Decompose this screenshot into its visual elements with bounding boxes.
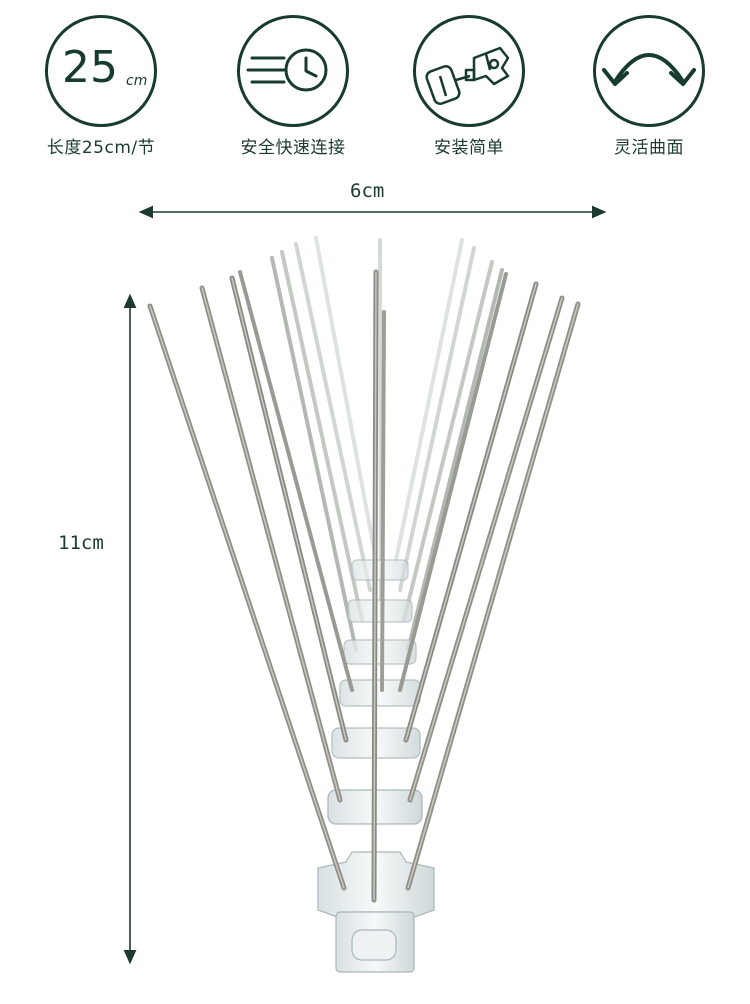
feature-label-connection: 安全快速连接 (240, 138, 346, 158)
feature-label-flexible: 灵活曲面 (614, 138, 684, 158)
ruler-25cm-icon: 25 cm (45, 15, 157, 127)
fast-clock-icon (237, 15, 349, 127)
length-unit: cm (126, 73, 148, 89)
width-dimension-label: 6cm (350, 180, 385, 202)
curved-arrow-icon (593, 15, 705, 127)
height-dimension-label: 11cm (58, 532, 104, 554)
feature-install: 安装简单 (384, 15, 554, 158)
front-spikes (147, 269, 581, 903)
feature-connection: 安全快速连接 (208, 15, 378, 158)
back-spikes (270, 236, 504, 652)
length-number: 25 (62, 42, 118, 93)
feature-length: 25 cm 长度25cm/节 (16, 15, 186, 158)
feature-label-length: 长度25cm/节 (46, 138, 156, 158)
feature-label-install: 安装简单 (434, 138, 504, 158)
connector-parts-icon (413, 15, 525, 127)
feature-flexible: 灵活曲面 (564, 15, 734, 158)
